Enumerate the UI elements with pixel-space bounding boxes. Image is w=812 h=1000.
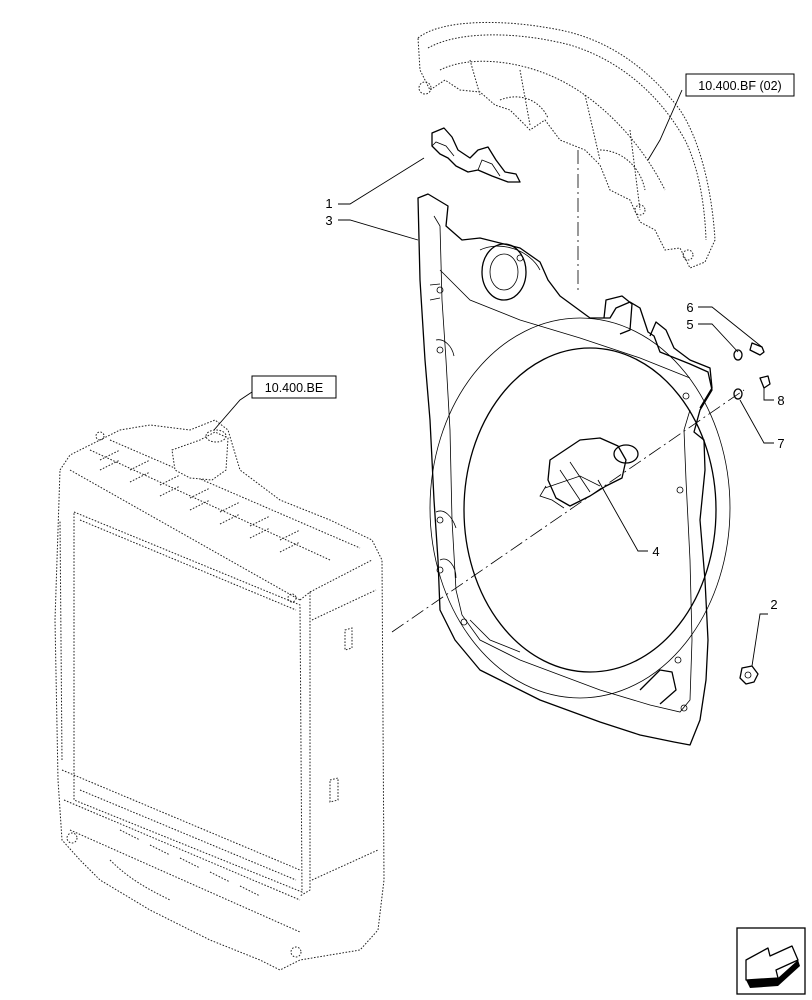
part-6-bolt <box>749 342 765 356</box>
next-page-arrow-icon[interactable] <box>736 927 806 995</box>
callout-7: 7 <box>777 436 784 451</box>
upper-shroud-phantom <box>417 21 716 269</box>
part-4-sensor <box>539 437 639 509</box>
callout-1: 1 <box>325 196 332 211</box>
callout-5: 5 <box>686 317 693 332</box>
ref-box-upper-shroud[interactable]: 10.400.BF (02) <box>685 73 795 97</box>
part-2-clip <box>739 665 759 685</box>
callout-3: 3 <box>325 213 332 228</box>
ref-label-upper-shroud[interactable]: 10.400.BF (02) <box>698 79 781 93</box>
part-7-washer <box>733 388 743 400</box>
callout-4: 4 <box>652 544 659 559</box>
alignment-center-lines <box>391 150 745 633</box>
callout-8: 8 <box>777 393 784 408</box>
part-8-bolt <box>759 375 771 389</box>
callout-6: 6 <box>686 300 693 315</box>
callout-2: 2 <box>770 597 777 612</box>
leader-lines <box>213 89 774 667</box>
ref-label-radiator[interactable]: 10.400.BE <box>265 381 323 395</box>
part-5-washer <box>733 349 743 361</box>
part-1-clip <box>431 127 521 183</box>
radiator-phantom <box>54 419 385 971</box>
part-3-fan-shroud <box>417 193 731 746</box>
ref-box-radiator[interactable]: 10.400.BE <box>251 375 337 399</box>
